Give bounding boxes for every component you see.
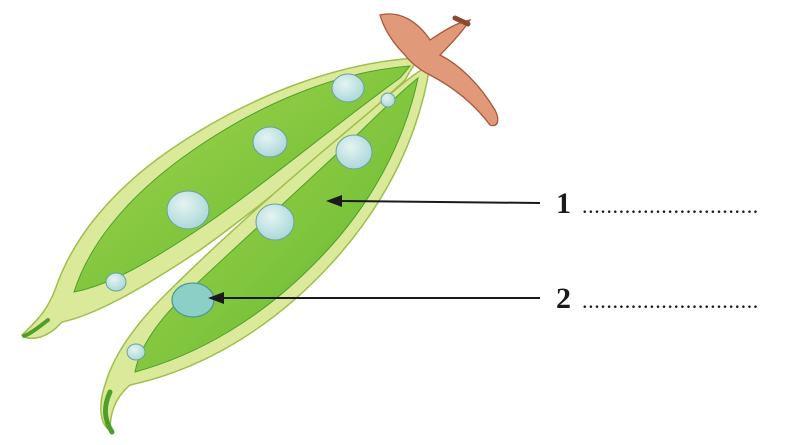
seed [253, 127, 287, 157]
seed [127, 344, 145, 360]
label-1-number: 1 [556, 187, 571, 220]
label-2: 2 ............................. [556, 282, 759, 315]
seed [332, 74, 364, 102]
seed [256, 204, 294, 240]
label-2-answer-blank[interactable]: ............................. [582, 288, 759, 313]
seed [336, 135, 372, 169]
seed [381, 93, 395, 107]
label-1-answer-blank[interactable]: ............................. [582, 193, 759, 218]
seed [167, 191, 209, 229]
label-2-number: 2 [556, 282, 571, 315]
label-1: 1 ............................. [556, 187, 759, 220]
seed [106, 273, 126, 291]
seed [172, 283, 214, 317]
